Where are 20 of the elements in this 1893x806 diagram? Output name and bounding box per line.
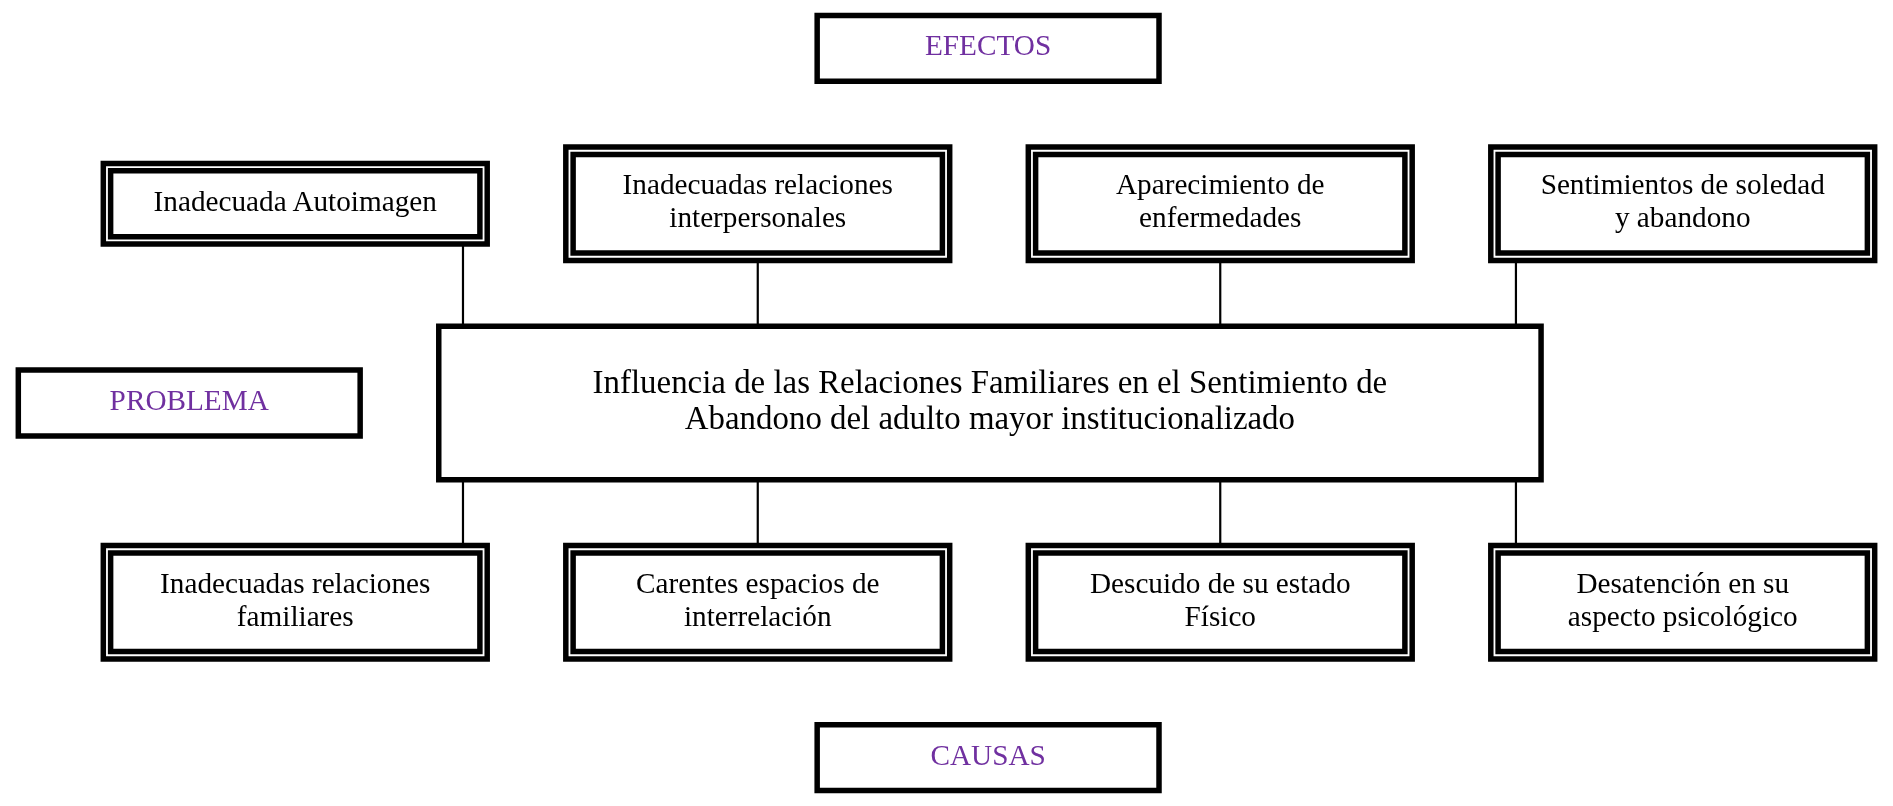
connector [1219, 260, 1222, 326]
connector [756, 260, 759, 326]
node-box: Inadecuada Autoimagen [100, 160, 490, 247]
connector [1514, 480, 1518, 546]
node-box: CAUSAS [814, 722, 1162, 794]
node-box: Inadecuadas relaciones familiares [100, 542, 490, 662]
connector [756, 480, 759, 546]
node-box: Carentes espacios de interrelación [563, 542, 953, 662]
node-box: Inadecuadas relaciones interpersonales [563, 144, 953, 264]
node-box: Descuido de su estado Físico [1025, 542, 1415, 662]
connector [461, 480, 465, 546]
node-box: Aparecimiento de enfermedades [1025, 144, 1415, 264]
connector [1514, 260, 1518, 326]
node-box: Influencia de las Relaciones Familiares en el Sentimiento de Abandono del adulto mayor institucionalizado [436, 323, 1544, 483]
connector [461, 244, 465, 326]
connector [1219, 480, 1222, 546]
node-box: Sentimientos de soledad y abandono [1488, 144, 1878, 264]
node-box: Desatención en su aspecto psicológico [1488, 542, 1878, 662]
node-box: PROBLEMA [15, 367, 363, 439]
node-box: EFECTOS [814, 12, 1162, 84]
